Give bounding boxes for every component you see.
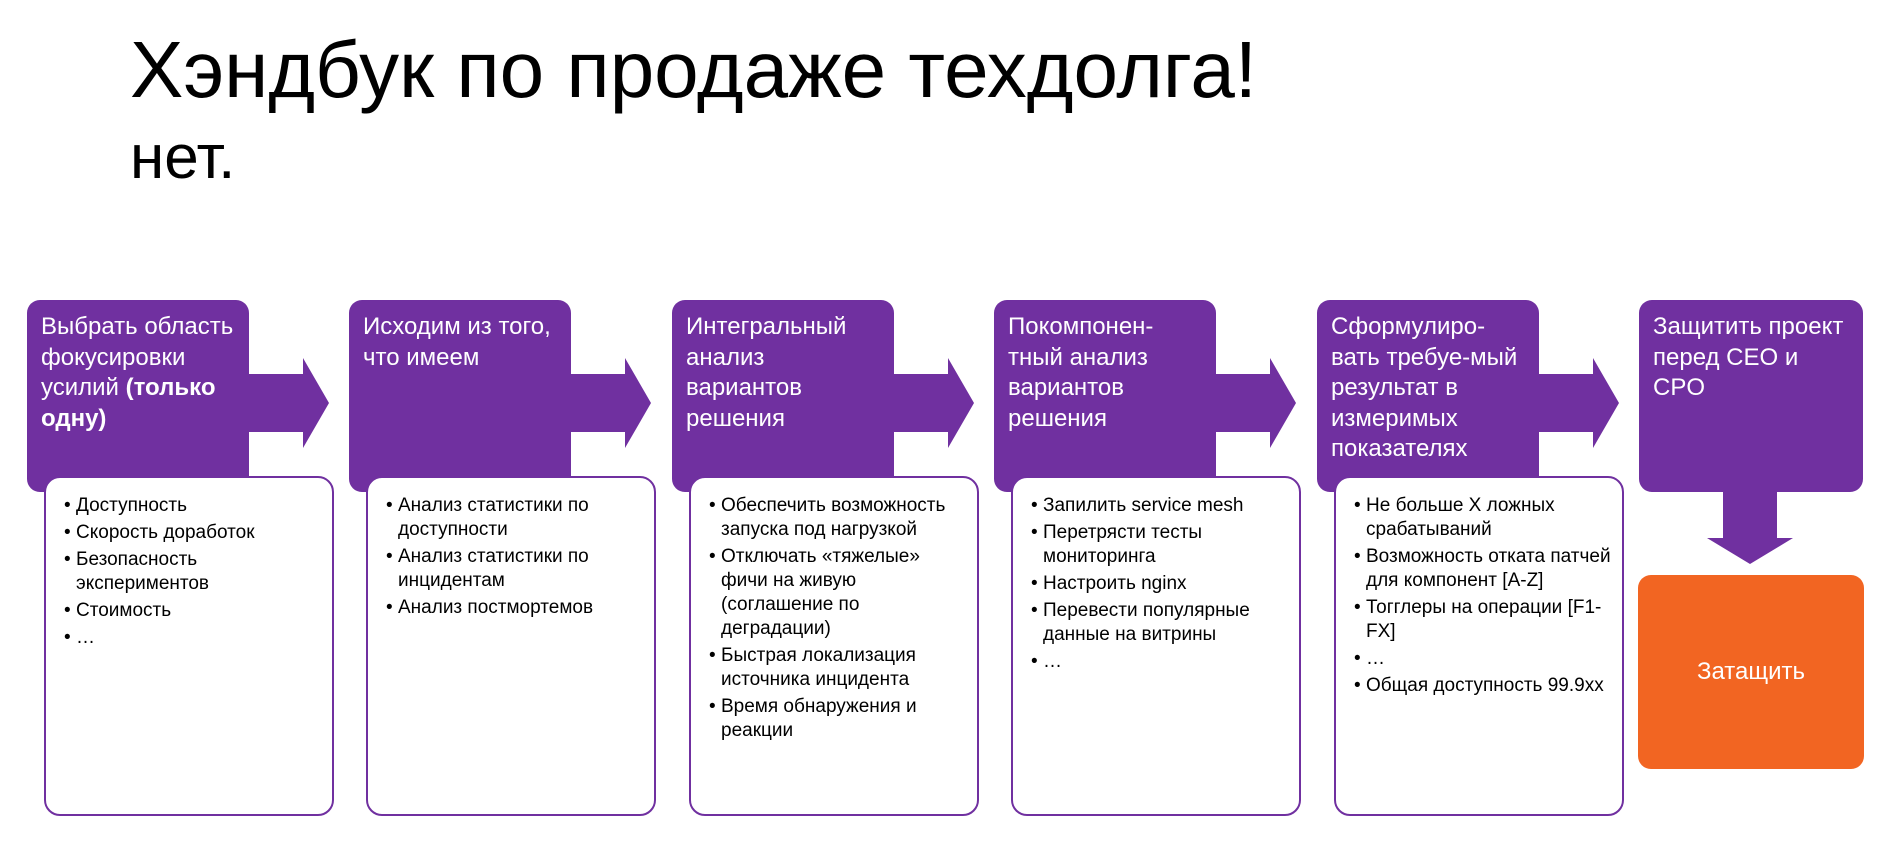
list-item: Анализ статистики по доступности — [386, 494, 646, 542]
step-3-title: Интегральный анализ вариантов решения — [672, 300, 894, 492]
list-item: … — [1031, 650, 1291, 674]
list-item: Запилить service mesh — [1031, 494, 1291, 518]
list-item: Время обнаружения и реакции — [709, 695, 969, 743]
process-step-1: Выбрать область фокусировки усилий (толь… — [27, 300, 334, 820]
list-item: Безопасность экспериментов — [64, 548, 324, 596]
right-arrow-icon — [249, 358, 329, 448]
step-2-title: Исходим из того, что имеем — [349, 300, 571, 492]
step-3-details: Обеспечить возможность запуска под нагру… — [689, 476, 979, 816]
right-arrow-icon — [894, 358, 974, 448]
step-4-details: Запилить service mesh Перетрясти тесты м… — [1011, 476, 1301, 816]
list-item: … — [1354, 647, 1614, 671]
process-step-2: Исходим из того, что имеем Анализ статис… — [349, 300, 656, 820]
step-6-title: Защитить проект перед CEO и CPO — [1639, 300, 1863, 492]
right-arrow-icon — [571, 358, 651, 448]
page-title: Хэндбук по продаже техдолга! — [130, 25, 1258, 114]
list-item: Анализ статистики по инцидентам — [386, 545, 646, 593]
list-item: Доступность — [64, 494, 324, 518]
list-item: Возможность отката патчей для компонент … — [1354, 545, 1614, 593]
list-item: Отключать «тяжелые» фичи на живую (согла… — [709, 545, 969, 641]
right-arrow-icon — [1539, 358, 1619, 448]
step-1-title: Выбрать область фокусировки усилий (толь… — [27, 300, 249, 492]
down-arrow-icon — [1707, 492, 1793, 564]
list-item: Обеспечить возможность запуска под нагру… — [709, 494, 969, 542]
page-subtitle: нет. — [130, 123, 236, 192]
list-item: Тогглеры на операции [F1-FX] — [1354, 596, 1614, 644]
list-item: Скорость доработок — [64, 521, 324, 545]
step-5-title: Сформулиро-вать требуе-мый результат в и… — [1317, 300, 1539, 492]
list-item: Не больше X ложных срабатываний — [1354, 494, 1614, 542]
list-item: Стоимость — [64, 599, 324, 623]
list-item: … — [64, 626, 324, 650]
cta-button[interactable]: Затащить — [1638, 575, 1864, 769]
process-step-4: Покомпонен-тный анализ вариантов решения… — [994, 300, 1301, 820]
list-item: Настроить nginx — [1031, 572, 1291, 596]
list-item: Перетрясти тесты мониторинга — [1031, 521, 1291, 569]
process-step-5: Сформулиро-вать требуе-мый результат в и… — [1317, 300, 1624, 820]
step-2-details: Анализ статистики по доступности Анализ … — [366, 476, 656, 816]
right-arrow-icon — [1216, 358, 1296, 448]
step-1-details: Доступность Скорость доработок Безопасно… — [44, 476, 334, 816]
list-item: Перевести популярные данные на витрины — [1031, 599, 1291, 647]
list-item: Анализ постмортемов — [386, 596, 646, 620]
list-item: Общая доступность 99.9xx — [1354, 674, 1614, 698]
step-4-title: Покомпонен-тный анализ вариантов решения — [994, 300, 1216, 492]
list-item: Быстрая локализация источника инцидента — [709, 644, 969, 692]
process-step-3: Интегральный анализ вариантов решения Об… — [672, 300, 979, 820]
step-5-details: Не больше X ложных срабатываний Возможно… — [1334, 476, 1624, 816]
